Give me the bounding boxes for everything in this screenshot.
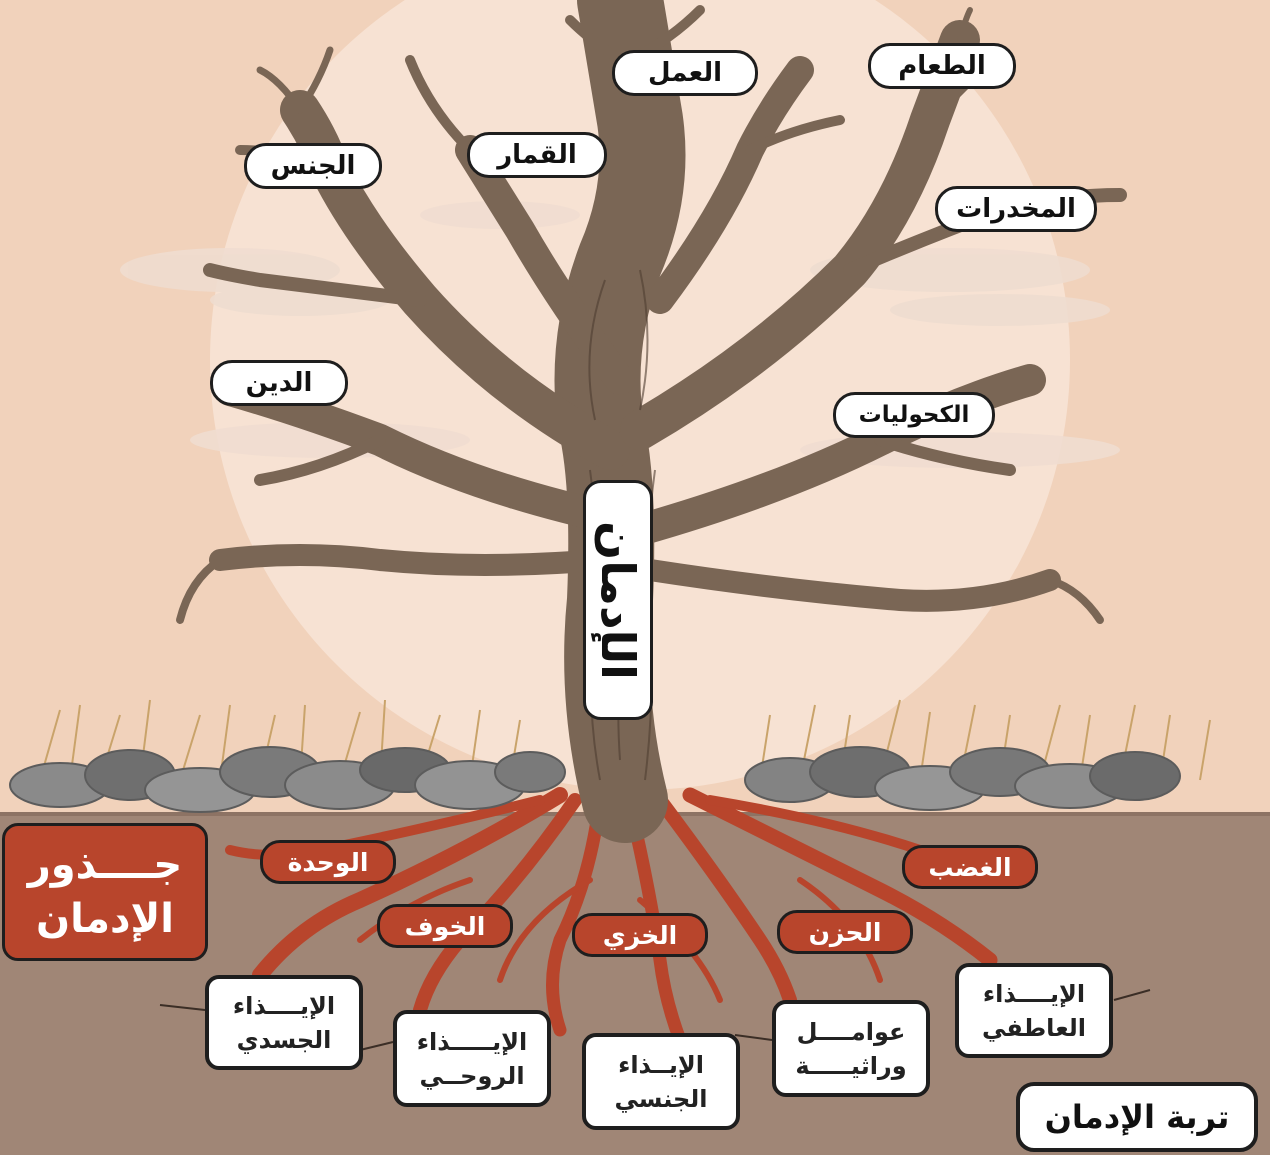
soil-item-genetic-factors-line1: عوامــــل — [796, 1017, 906, 1046]
root-label-fear: الخوف — [377, 904, 513, 948]
rocks — [9, 746, 1181, 813]
root-label-anger: الغضب — [902, 845, 1038, 889]
soil-item-spiritual-abuse: الإيـــــذاء الروحــي — [393, 1010, 551, 1107]
soil-item-sexual-abuse-line1: الإيــذاء — [618, 1050, 704, 1079]
soil-item-spiritual-abuse-line2: الروحــي — [419, 1061, 525, 1090]
soil-connectors — [159, 989, 1151, 1051]
roots-title: جــــذور الإدمان — [2, 823, 208, 961]
trunk-label-text: الإدمان — [591, 520, 645, 680]
branch-label-sex: الجنس — [244, 143, 382, 189]
soil-item-genetic-factors: عوامــــل وراثيـــــة — [772, 1000, 930, 1097]
soil-item-emotional-abuse: الإيــــذاء العاطفي — [955, 963, 1113, 1058]
root-label-loneliness: الوحدة — [260, 840, 396, 884]
soil-item-sexual-abuse-line2: الجنسي — [614, 1084, 708, 1113]
branch-label-alcohol: الكحوليات — [833, 392, 995, 438]
branch-label-religion: الدين — [210, 360, 348, 406]
soil-item-physical-abuse: الإيــــذاء الجسدي — [205, 975, 363, 1070]
branch-label-food: الطعام — [868, 43, 1016, 89]
roots-title-line1: جــــذور — [27, 842, 183, 888]
soil-title: تربة الإدمان — [1016, 1082, 1258, 1152]
soil-item-physical-abuse-line2: الجسدي — [236, 1025, 332, 1054]
soil-item-sexual-abuse: الإيــذاء الجنسي — [582, 1033, 740, 1130]
branch-label-gambling: القمار — [467, 132, 607, 178]
root-label-shame: الخزي — [572, 913, 708, 957]
branch-label-drugs: المخدرات — [935, 186, 1097, 232]
root-label-sadness: الحزن — [777, 910, 913, 954]
soil-item-emotional-abuse-line2: العاطفي — [982, 1013, 1086, 1042]
soil-item-genetic-factors-line2: وراثيـــــة — [795, 1051, 907, 1080]
soil-item-spiritual-abuse-line1: الإيـــــذاء — [416, 1027, 528, 1056]
roots-title-line2: الإدمان — [36, 896, 174, 942]
trunk-label: الإدمان — [583, 480, 653, 720]
soil-item-emotional-abuse-line1: الإيــــذاء — [982, 979, 1086, 1008]
branch-label-work: العمل — [612, 50, 758, 96]
soil-item-physical-abuse-line1: الإيــــذاء — [232, 991, 336, 1020]
